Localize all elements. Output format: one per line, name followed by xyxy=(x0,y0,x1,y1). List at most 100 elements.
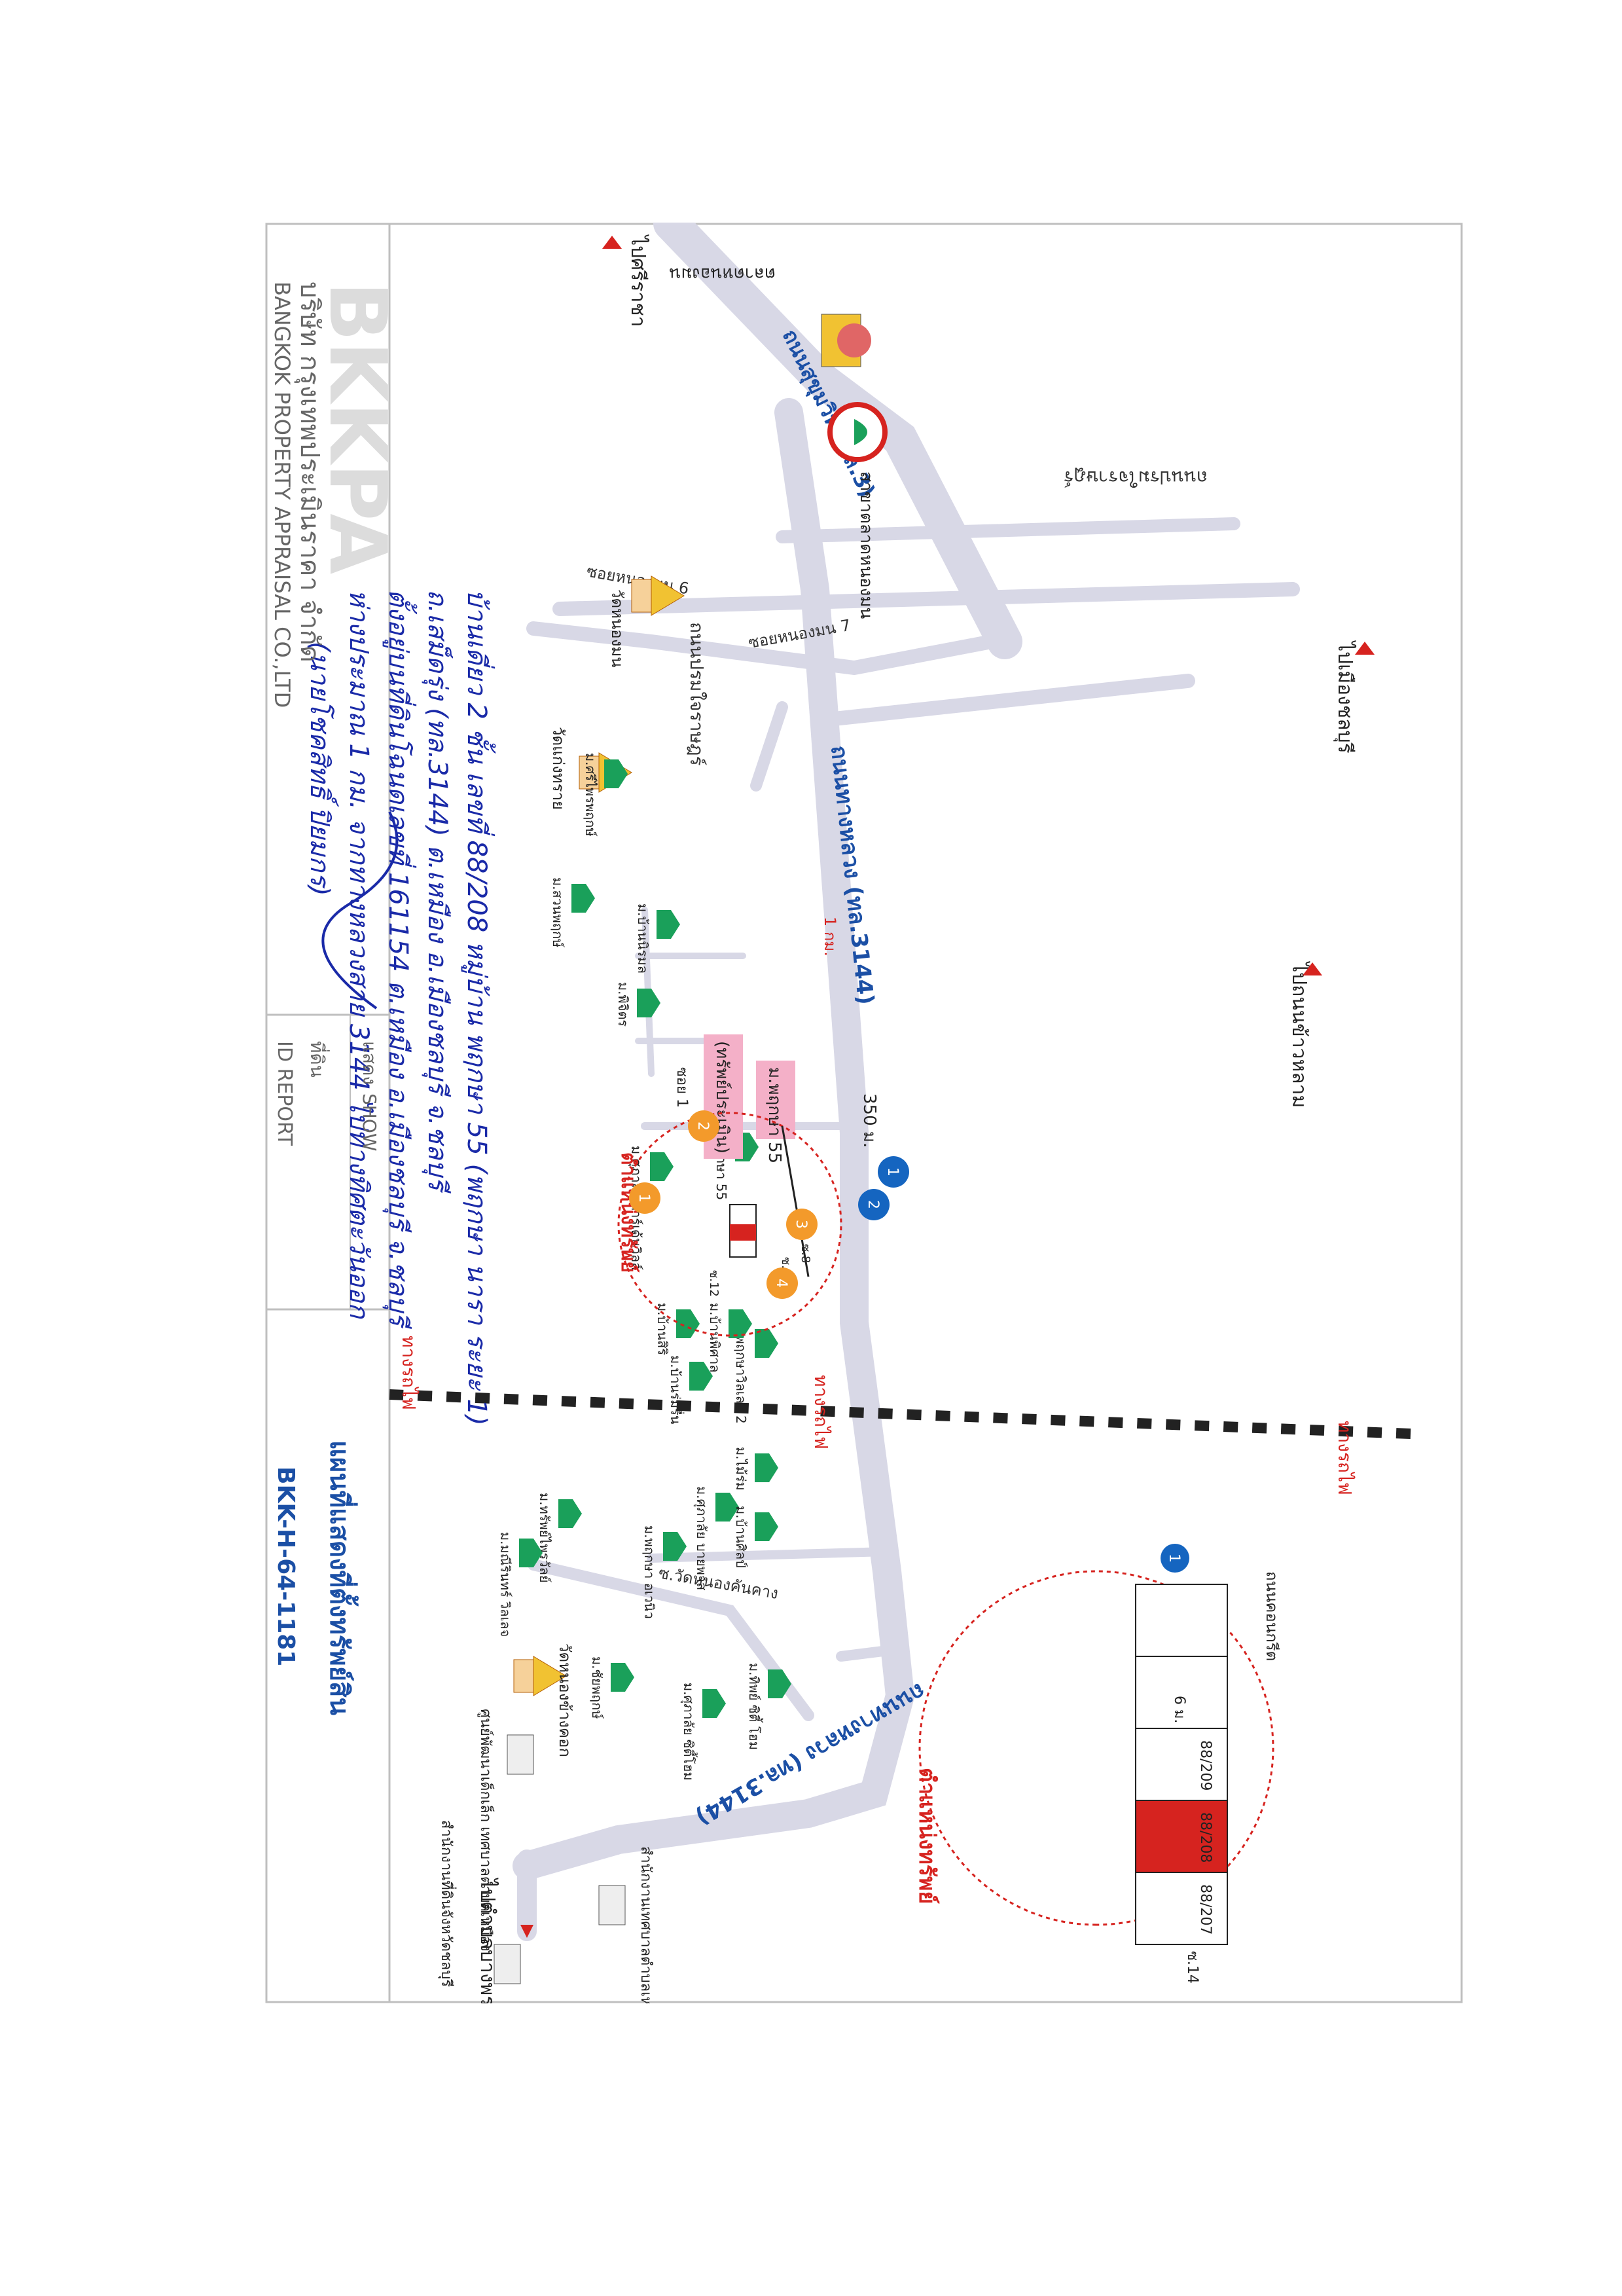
local-road-a xyxy=(552,582,1300,616)
property-zone: ม.พฤกษา 55 (ทรัพย์ประเมิน) ซอย 1 ตำแหน่ง… xyxy=(617,1034,842,1337)
id-label-th2: ที่ดิน xyxy=(306,1041,330,1078)
wat-2-label: วัดแก่งทราย xyxy=(549,727,568,810)
village-label: ม.ทรัพย์ไพรวัลย์ xyxy=(537,1493,552,1583)
village-icon xyxy=(729,1309,752,1338)
prompt-road-label-1: ถนนปรมใจราษฎร์ xyxy=(1064,467,1208,488)
bank-label: สาขาตลาดหนองมน xyxy=(856,471,876,619)
to-bang-saen-label: ไปถนนข้าวหลาม xyxy=(1288,961,1311,1108)
blue-marker xyxy=(858,1189,890,1220)
zone-dim-w3: ซ.8 xyxy=(799,1244,812,1263)
district-office-icon xyxy=(494,1944,521,1984)
distance-1km: 1 กม. xyxy=(821,917,839,957)
wat-3-label: วัดหนองข้างคอก xyxy=(556,1643,574,1757)
map-sheet: ทางรถไฟ ทางรถไฟ ทางรถไฟ ถนนสุขุมวิท (ทล.… xyxy=(265,206,1463,2032)
subject-plot-marker xyxy=(730,1224,756,1241)
village-icon xyxy=(702,1689,726,1718)
orange-marker xyxy=(766,1267,798,1299)
prompt-road-1 xyxy=(776,517,1240,543)
orange-marker xyxy=(629,1182,660,1214)
govt-office-label: สำนักงานเทศบาลตำบลเหมือง xyxy=(638,1846,654,2003)
blue-marker xyxy=(878,1156,909,1188)
village-icon xyxy=(755,1329,778,1358)
village-icon xyxy=(715,1493,739,1522)
plot-number: 88/207 xyxy=(1197,1884,1214,1935)
distance-350m: 350 ม. xyxy=(859,1093,879,1148)
village-label: ม.บ้านสิริ xyxy=(655,1303,670,1355)
prompt-road-2 xyxy=(814,674,1195,727)
blue-marker-label: 2 xyxy=(865,1200,881,1209)
village-label: ม.ทิพย์ ซิตี้ โฮม xyxy=(746,1663,763,1750)
orange-marker-label: 1 xyxy=(636,1194,652,1203)
direction-labels: ไปศรีราชา ไปเมืองชลบุรี ไปถนนข้าวหลาม ไป… xyxy=(476,234,1375,2016)
govt-office-icon xyxy=(598,1885,626,1925)
inset-road-label: ถนนคอนกรีต xyxy=(1263,1571,1281,1661)
arrow-bang-phra-icon xyxy=(520,1925,533,1938)
village-icon xyxy=(689,1362,713,1391)
inset-dim-h: 6 ม. xyxy=(1171,1696,1187,1724)
orange-marker xyxy=(786,1209,818,1240)
zone-label-1: ม.พฤกษา 55 xyxy=(765,1067,784,1163)
note-line-5: (นายโชคสิทธิ์ ปิยมกร) xyxy=(304,642,339,896)
village-label: ม.ศุภาลัย บายพาส xyxy=(693,1486,710,1590)
orange-marker xyxy=(688,1110,719,1142)
location-map: ทางรถไฟ ทางรถไฟ ทางรถไฟ ถนนสุขุมวิท (ทล.… xyxy=(265,206,1463,2032)
bank-icon xyxy=(827,402,888,462)
orange-marker-label: 3 xyxy=(793,1220,809,1229)
railway-label-3: ทางรถไฟ xyxy=(398,1336,420,1410)
railway: ทางรถไฟ ทางรถไฟ ทางรถไฟ xyxy=(389,1336,1411,1495)
soi-6 xyxy=(526,621,999,676)
inset-circle xyxy=(918,1570,1274,1926)
village-icon xyxy=(663,1532,687,1561)
map-title: แผนที่แสดงที่ตั้งทรัพย์สิน xyxy=(324,1440,359,1715)
village-label: ม.พิจิตร xyxy=(615,982,631,1027)
to-sriracha-label: ไปศรีราชา xyxy=(626,234,650,327)
plot xyxy=(1135,1584,1228,1657)
village-icon xyxy=(650,1152,674,1181)
inset-dim-w: ซ.14 xyxy=(1184,1951,1200,1984)
village-label: ม.มณีรินทร์ วิลเลจ xyxy=(497,1532,513,1637)
village-label: ม.สวนพฤกษ์ xyxy=(550,877,566,948)
handwritten-note: บ้านเดี่ยว 2 ชั้น เลขที่ 88/208 หมู่บ้าน… xyxy=(304,589,496,1426)
inset-marker-1-label: 1 xyxy=(1166,1554,1182,1563)
inset-label: ตำแหน่งทรัพย์ xyxy=(914,1768,940,1904)
market-icon xyxy=(821,314,871,367)
market-label: ตลาดหนองมน xyxy=(669,264,776,283)
subject-plot xyxy=(1135,1800,1228,1873)
zone-dim-w4: ซ.12 xyxy=(707,1270,721,1297)
id-label-en2: ID REPORT xyxy=(273,1041,296,1146)
zone-near-label: ซอย 1 xyxy=(674,1067,690,1108)
health-center-label: ศูนย์พัฒนาเด็กเล็ก เทศบาลตำบลเหมือง xyxy=(477,1709,496,1951)
village-label: ม.บ้านพิศาล xyxy=(707,1303,723,1373)
soi-7 xyxy=(750,701,788,792)
company-name-th: บริษัท กรุงเทพประเมินราคา จำกัด xyxy=(294,282,325,663)
title-block: BKKPA บริษัท กรุงเทพประเมินราคา จำกัด BA… xyxy=(270,282,403,1715)
to-chonburi-label: ไปเมืองชลบุรี xyxy=(1333,640,1357,754)
plot xyxy=(1135,1728,1228,1801)
plot-number: 88/208 xyxy=(1197,1812,1214,1863)
report-id: BKK-H-64-1181 xyxy=(272,1467,299,1666)
district-office-label: สำนักงานที่ดินจังหวัดชลบุรี xyxy=(438,1820,457,1987)
village-icon xyxy=(611,1663,634,1692)
village-icon xyxy=(604,759,628,788)
company-name-en: BANGKOK PROPERTY APPRAISAL CO.,LTD xyxy=(270,282,295,708)
plot xyxy=(1135,1872,1228,1945)
company-logo: BKKPA xyxy=(312,282,403,574)
soi-watnongkhayang xyxy=(647,1547,892,1563)
temple-icon-1 xyxy=(631,575,685,616)
note-line-4: ห่างประมาณ 1 กม. จากทางหลวงสาย 3144 ไปทา… xyxy=(344,589,374,1319)
railway-label-1: ทางรถไฟ xyxy=(1334,1421,1356,1495)
village-icon xyxy=(755,1512,778,1541)
village-label: ม.ไม้ร่ม xyxy=(733,1447,749,1491)
village-icon xyxy=(571,884,595,913)
note-line-2: ถ.เสม็ดรุ่ง (ทล.3144) ต.เหมือง อ.เมืองชล… xyxy=(422,589,453,1194)
id-label-en: SHOW xyxy=(359,1093,380,1152)
villages: ม.ศรีไพรพฤกษ์ม.สวนพฤกษ์ม.บ้านนิรมลม.พิจิ… xyxy=(497,753,791,1781)
zone-circle-label: ตำแหน่งทรัพย์ xyxy=(617,1152,640,1273)
health-center-icon xyxy=(507,1734,534,1775)
village-icon xyxy=(558,1499,582,1528)
blue-marker-label: 1 xyxy=(884,1167,901,1176)
